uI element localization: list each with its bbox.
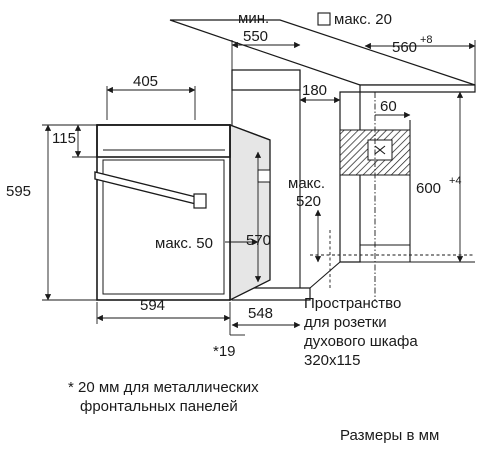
oven-side-face bbox=[229, 124, 271, 302]
cabinet-base-edge bbox=[309, 261, 341, 289]
socket-mark-icon bbox=[374, 145, 386, 155]
socket-note-line4: 320x115 bbox=[304, 352, 360, 369]
label-600: 600 bbox=[416, 180, 441, 197]
label-548: 548 bbox=[248, 305, 273, 322]
oven-appliance bbox=[94, 124, 271, 302]
oven-handle-bracket bbox=[193, 193, 207, 209]
label-max-20: макс. 20 bbox=[334, 11, 392, 28]
label-520: 520 bbox=[296, 193, 321, 210]
footnote-line2: фронтальных панелей bbox=[80, 398, 238, 415]
socket-note-line2: для розетки bbox=[304, 314, 387, 331]
label-min-word: мин. bbox=[238, 10, 269, 27]
oven-control-panel bbox=[96, 124, 231, 158]
socket-note-line1: Пространство bbox=[304, 295, 401, 312]
label-115: 115 bbox=[52, 130, 76, 147]
oven-door bbox=[102, 159, 225, 295]
oven-side-rail bbox=[257, 169, 271, 183]
footnote-line1: * 20 мм для металлических bbox=[68, 379, 259, 396]
label-19: *19 bbox=[213, 343, 236, 360]
label-max-50: макс. 50 bbox=[155, 235, 213, 252]
notes: Пространство для розетки духового шкафа … bbox=[68, 295, 439, 444]
label-600-sup: +4 bbox=[449, 175, 462, 187]
label-560-sup: +8 bbox=[420, 34, 433, 46]
label-60: 60 bbox=[380, 98, 397, 115]
cabinet-shelf-back bbox=[231, 69, 301, 91]
socket-note-line3: духового шкафа bbox=[304, 333, 418, 350]
units-note: Размеры в мм bbox=[340, 427, 439, 444]
cabinet-top-panel bbox=[169, 19, 476, 86]
label-594: 594 bbox=[140, 297, 165, 314]
dimension-labels: мин. 550 макс. 20 560 +8 405 180 60 115 … bbox=[6, 10, 462, 360]
label-405: 405 bbox=[133, 73, 158, 90]
cabinet-right-front-edge bbox=[339, 91, 361, 263]
cabinet-top-edge bbox=[359, 84, 476, 93]
label-560: 560 bbox=[392, 39, 417, 56]
oven-front-face bbox=[96, 124, 231, 301]
cabinet-niche bbox=[169, 19, 476, 301]
label-min-value: 550 bbox=[243, 28, 268, 45]
dimension-lines bbox=[42, 12, 476, 336]
max-20-box-icon bbox=[317, 12, 331, 26]
label-180: 180 bbox=[302, 82, 327, 99]
label-595: 595 bbox=[6, 183, 31, 200]
label-570: 570 bbox=[246, 232, 271, 249]
label-max-word-right: макс. bbox=[288, 175, 325, 192]
